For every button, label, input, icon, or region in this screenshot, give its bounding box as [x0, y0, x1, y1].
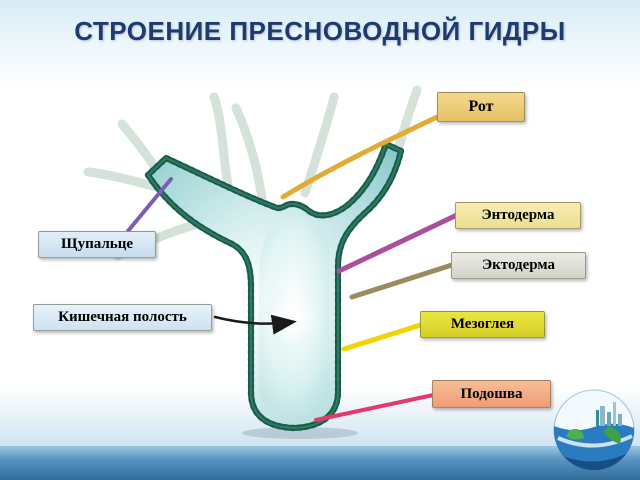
label-sole: Подошва — [432, 380, 551, 408]
label-ectoderm: Эктодерма — [451, 252, 586, 279]
tentacle-leader-line — [126, 177, 173, 233]
globe-image — [553, 389, 635, 471]
sole-leader-line — [314, 392, 440, 422]
sea-background — [0, 446, 640, 480]
pale-tentacles — [83, 85, 422, 261]
gut-cavity-arrow — [213, 314, 297, 335]
label-endoderm: Энтодерма — [455, 202, 581, 229]
endoderm-leader-line — [336, 211, 462, 274]
label-tentacle: Щупальце — [38, 231, 156, 258]
hydra-shadow — [242, 427, 358, 439]
slide-title: СТРОЕНИЕ ПРЕСНОВОДНОЙ ГИДРЫ — [74, 16, 566, 46]
hydra-body — [143, 139, 405, 432]
cavity-highlight — [268, 292, 320, 344]
label-mouth: Рот — [437, 92, 525, 122]
leader-lines — [126, 107, 462, 422]
mouth-leader-line — [280, 107, 455, 200]
label-gut-cavity: Кишечная полость — [33, 304, 212, 331]
ectoderm-leader-line — [349, 261, 458, 300]
skyline-buildings — [596, 402, 622, 426]
sky-background — [0, 0, 640, 92]
mesoglea-leader-line — [341, 320, 430, 352]
label-mesoglea: Мезоглея — [420, 311, 545, 338]
